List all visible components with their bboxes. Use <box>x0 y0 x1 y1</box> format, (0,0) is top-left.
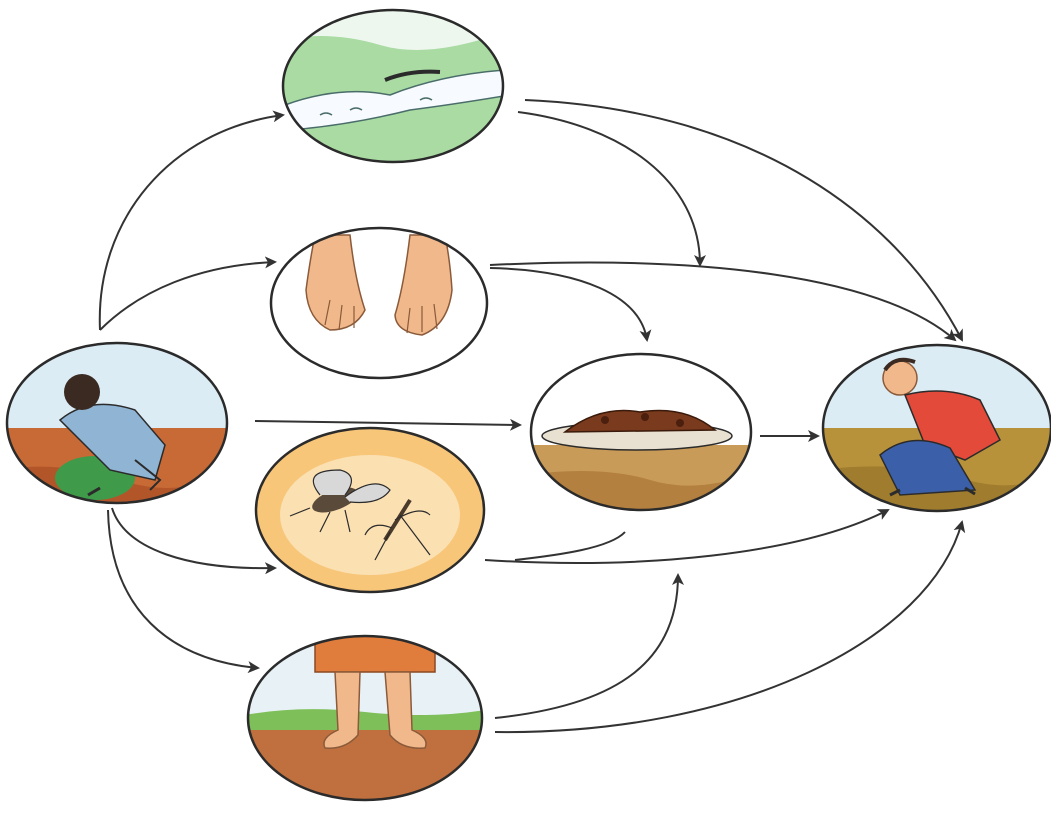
arrow-person-to-water <box>98 110 285 331</box>
arrow-water-to-food <box>517 111 706 267</box>
node-hands <box>269 226 489 380</box>
arrow-person-to-feet <box>107 509 260 674</box>
arrow-person-to-flies <box>111 507 277 575</box>
stream-icon <box>284 69 503 131</box>
node-new-host <box>821 343 1051 513</box>
node-person-defecating <box>5 341 229 505</box>
arrow-feet-to-host <box>494 520 966 734</box>
node-feet <box>246 634 484 802</box>
arrow-hands-to-food <box>489 267 652 342</box>
arrow-flies-to-food <box>514 531 626 561</box>
arrow-hands-to-host <box>489 261 957 342</box>
arrow-person-to-food <box>254 418 522 431</box>
node-water <box>281 8 505 164</box>
arrow-feet-to-food <box>494 573 684 719</box>
squatting-person-icon <box>55 374 166 500</box>
arrow-water-to-host <box>524 99 963 342</box>
flies-icon <box>289 469 431 561</box>
node-food <box>529 352 753 512</box>
node-flies <box>254 426 486 594</box>
arrow-flies-to-host <box>484 509 890 564</box>
arrow-group <box>98 99 966 734</box>
food-plate-icon <box>541 409 733 451</box>
arrow-person-to-hands <box>99 256 277 331</box>
crouching-person-icon <box>879 357 1001 497</box>
hands-icon <box>305 234 453 336</box>
